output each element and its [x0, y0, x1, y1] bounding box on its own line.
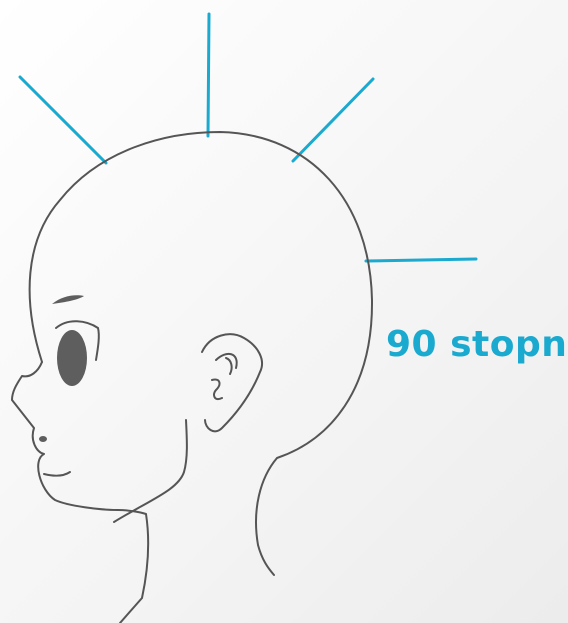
ear-inner-curl — [226, 358, 232, 374]
angle-label: 90 stopni — [386, 327, 568, 363]
eyebrow — [52, 295, 84, 304]
ear-outline — [202, 334, 262, 431]
ear-inner-upper — [216, 354, 237, 368]
eye-pupil — [57, 330, 87, 386]
nostril — [39, 436, 47, 442]
elevation-lines — [20, 14, 476, 261]
jaw-line — [114, 420, 187, 522]
face-outline — [12, 362, 148, 623]
eye-icon — [39, 295, 99, 442]
elevation-line-top — [208, 14, 209, 136]
ear-lobe-curve — [212, 380, 222, 399]
elevation-line-left — [20, 77, 106, 163]
elevation-line-upper-right — [293, 79, 373, 161]
elevation-line-horizontal — [366, 259, 476, 261]
ear-icon — [202, 334, 262, 431]
mouth — [44, 472, 70, 476]
